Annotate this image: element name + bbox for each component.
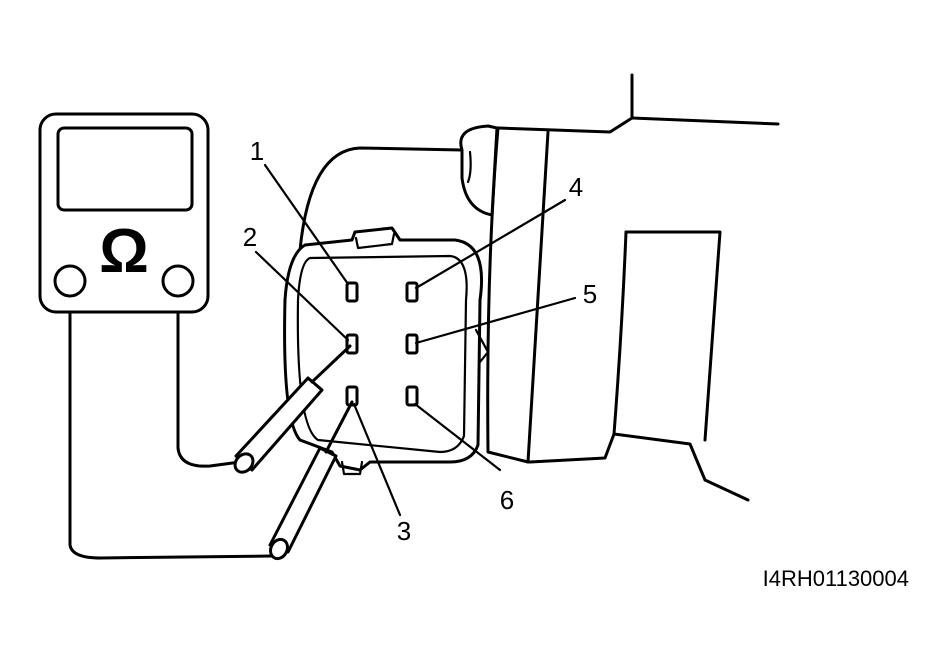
test-lead-wire-left [68,310,274,560]
pin-label-3: 3 [397,516,411,546]
ohmmeter-terminal-left [53,264,87,298]
pin-slot-6 [405,385,419,407]
test-probe-upper [233,344,352,474]
connector-harness [298,146,464,252]
connector-lock-tab [459,124,499,217]
ohmmeter-terminal-right [161,264,195,298]
pin-labels: 1 2 3 4 5 6 [243,136,597,546]
pin-slot-2 [345,333,359,355]
pin-label-5: 5 [583,279,597,309]
ohm-icon: Ω [99,217,149,286]
connector-body [283,226,490,476]
ohmmeter: Ω [38,112,210,314]
leader-lines [254,163,577,517]
pin-label-4: 4 [569,172,583,202]
pin-label-6: 6 [500,485,514,515]
pin-slot-1 [345,281,359,303]
connector-pins [345,281,419,407]
figure-code: I4RH01130004 [763,566,909,591]
component-housing [486,73,780,502]
pin-label-2: 2 [243,222,257,252]
pin-label-1: 1 [250,136,264,166]
pin-slot-4 [405,281,419,303]
test-probe-lower [268,400,354,561]
test-lead-wire-right [176,310,242,468]
pin-slot-5 [405,333,419,355]
ohmmeter-display [56,126,194,212]
